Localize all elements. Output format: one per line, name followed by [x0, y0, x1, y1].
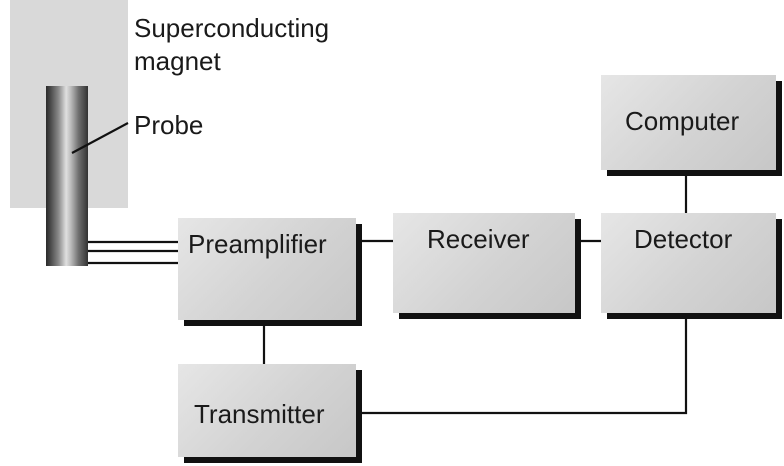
preamplifier-box: Preamplifier: [178, 218, 356, 320]
preamplifier-label: Preamplifier: [188, 229, 327, 259]
magnet-label-line2: magnet: [134, 46, 221, 76]
probe: [46, 86, 88, 266]
receiver-box: Receiver: [393, 213, 575, 313]
detector-transmitter-wire: [356, 319, 688, 415]
transmitter-box: Transmitter: [178, 364, 356, 457]
computer-box: Computer: [601, 75, 776, 170]
magnet-label-line1: Superconducting: [134, 13, 330, 43]
detector-box: Detector: [601, 213, 776, 313]
probe-label: Probe: [134, 110, 204, 140]
computer-label: Computer: [625, 106, 740, 136]
detector-label: Detector: [634, 224, 733, 254]
receiver-label: Receiver: [427, 224, 530, 254]
transmitter-label: Transmitter: [194, 399, 325, 429]
magnet-label: Superconducting magnet: [134, 12, 394, 78]
